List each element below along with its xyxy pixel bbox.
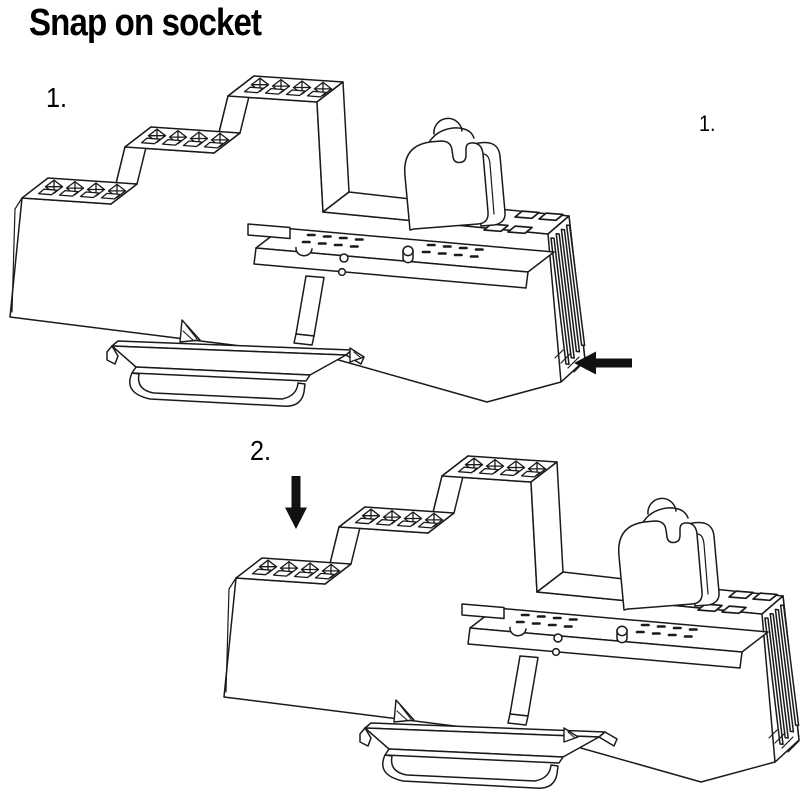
figure-step-2 <box>224 456 799 789</box>
din-rail-step-2 <box>359 722 618 789</box>
din-rail-step-1 <box>106 340 365 407</box>
step-1-corner-label: 1. <box>699 111 716 136</box>
step-1-label: 1. <box>46 82 68 113</box>
arrow-down-icon <box>285 476 307 529</box>
page-title: Snap on socket <box>29 2 262 44</box>
step-2-label: 2. <box>250 435 272 466</box>
figure-step-1 <box>10 76 632 407</box>
arrow-left-icon <box>574 351 632 375</box>
